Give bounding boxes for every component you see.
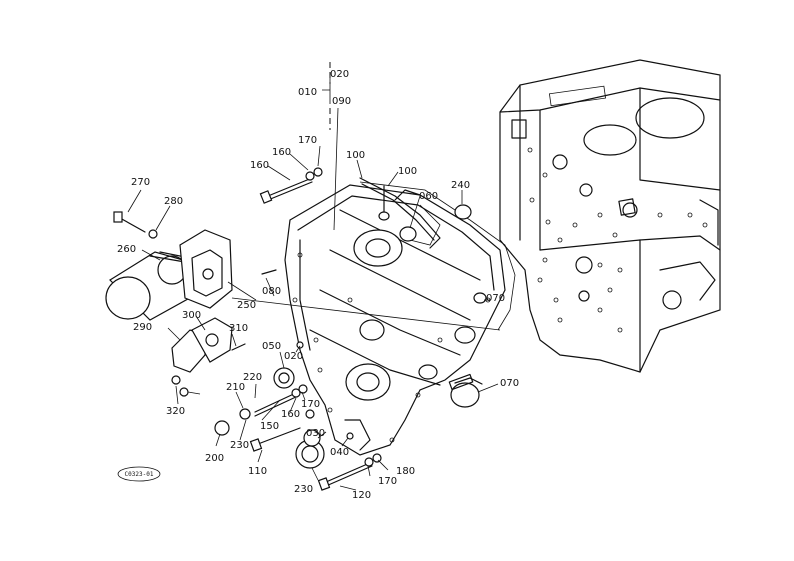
part-label-190: 210 [226, 382, 245, 393]
switch-070 [448, 373, 483, 408]
part-label-080: 070 [486, 293, 505, 304]
part-label-020b: 020 [284, 351, 303, 362]
engine-block [499, 59, 721, 373]
part-label-160-mid: 160 [281, 409, 300, 420]
part-label-050: 050 [262, 341, 281, 352]
part-label-030: 030 [306, 428, 325, 439]
part-label-150: 160 [250, 160, 269, 171]
part-label-310: 320 [166, 406, 185, 417]
part-label-020: 020 [330, 69, 349, 80]
filter-bracket [179, 229, 233, 309]
leader-lines [127, 145, 501, 491]
part-label-180: 200 [205, 453, 224, 464]
part-label-010: 010 [298, 87, 317, 98]
part-label-040: 040 [330, 447, 349, 458]
part-label-130: 120 [352, 490, 371, 501]
part-label-170-top: 170 [298, 135, 317, 146]
part-label-170-bot: 180 [396, 466, 415, 477]
part-label-200: 220 [243, 372, 262, 383]
seal-050 [273, 367, 295, 389]
part-label-160-top: 160 [272, 147, 291, 158]
dash-bracket [322, 62, 339, 231]
part-label-100-top: 090 [332, 96, 351, 107]
part-label-250: 250 [237, 300, 256, 311]
part-label-060: 060 [419, 191, 438, 202]
part-label-160-bot: 170 [378, 476, 397, 487]
part-label-270: 280 [164, 196, 183, 207]
oil-filter [105, 251, 196, 321]
pipe-assembly [359, 177, 441, 249]
part-label-230: 230 [294, 484, 313, 495]
part-label-120: 110 [248, 466, 267, 477]
part-label-260: 270 [131, 177, 150, 188]
part-label-090: 080 [262, 286, 281, 297]
gear-case [284, 184, 506, 456]
part-label-280: 290 [133, 322, 152, 333]
part-label-220: 240 [451, 180, 470, 191]
part-label-070: 070 [500, 378, 519, 389]
cover-280 [171, 317, 233, 373]
ref-code-text: C0323-01 [125, 471, 154, 478]
bolts [113, 167, 487, 491]
gasket-outline [359, 181, 516, 331]
part-label-110: 100 [346, 150, 365, 161]
part-label-140: 150 [260, 421, 279, 432]
part-label-100: 100 [398, 166, 417, 177]
part-label-210: 230 [230, 440, 249, 451]
part-label-290: 300 [182, 310, 201, 321]
part-label-300: 310 [229, 323, 248, 334]
part-label-240: 260 [117, 244, 136, 255]
part-label-170-mid: 170 [301, 399, 320, 410]
ring-030 [303, 429, 321, 447]
ref-code-badge: C0323-01 [117, 466, 161, 482]
part-labels: 020 010 090 170 160 160 100 100 060 240 … [117, 69, 519, 501]
